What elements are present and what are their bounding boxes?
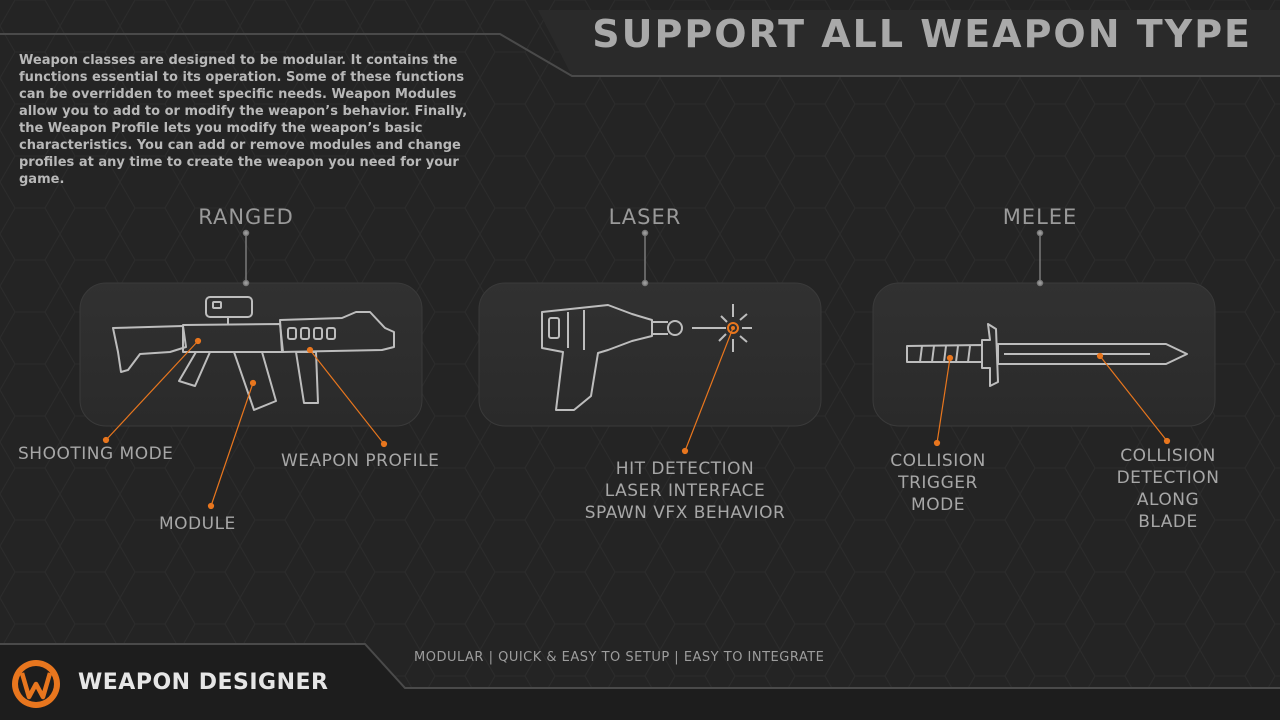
- callout-collision-along-blade: COLLISION DETECTION ALONG BLADE: [1117, 445, 1220, 533]
- category-connectors: [242, 229, 1044, 287]
- callout-line: BLADE: [1138, 512, 1198, 532]
- footer-band: [0, 643, 1280, 720]
- tagline: MODULAR | QUICK & EASY TO SETUP | EASY T…: [414, 650, 825, 665]
- category-title-melee: MELEE: [1002, 205, 1078, 229]
- callout-module: MODULE: [159, 514, 236, 534]
- callout-line: COLLISION: [1120, 446, 1216, 466]
- callout-line: MODE: [911, 495, 965, 515]
- callout-hit-detection: HIT DETECTION: [615, 459, 755, 479]
- callout-collision-trigger-mode: COLLISION TRIGGER MODE: [890, 450, 986, 516]
- category-title-laser: LASER: [608, 205, 682, 229]
- laser-card: [478, 282, 822, 427]
- weapon-designer-logo-icon: [12, 660, 60, 708]
- callout-laser-features: HIT DETECTION LASER INTERFACE SPAWN VFX …: [585, 458, 786, 524]
- callout-line: COLLISION: [890, 451, 986, 471]
- rifle-icon: [112, 296, 395, 411]
- callout-leaders: [102, 327, 1171, 510]
- ray-gun-icon: [541, 304, 752, 411]
- header-band: [0, 10, 1280, 77]
- callout-line: ALONG: [1136, 490, 1200, 510]
- callout-line: DETECTION: [1116, 468, 1220, 488]
- callout-spawn-vfx: SPAWN VFX BEHAVIOR: [584, 503, 786, 523]
- callout-weapon-profile: WEAPON PROFILE: [281, 451, 440, 471]
- brand-name: WEAPON DESIGNER: [78, 670, 329, 695]
- callout-laser-interface: LASER INTERFACE: [604, 481, 766, 501]
- callout-shooting-mode: SHOOTING MODE: [18, 444, 174, 464]
- page-title: SUPPORT ALL WEAPON TYPE: [592, 12, 1252, 56]
- intro-paragraph: Weapon classes are designed to be modula…: [19, 53, 468, 187]
- category-title-ranged: RANGED: [198, 205, 294, 229]
- sword-icon: [906, 323, 1188, 387]
- callout-line: TRIGGER: [898, 473, 978, 493]
